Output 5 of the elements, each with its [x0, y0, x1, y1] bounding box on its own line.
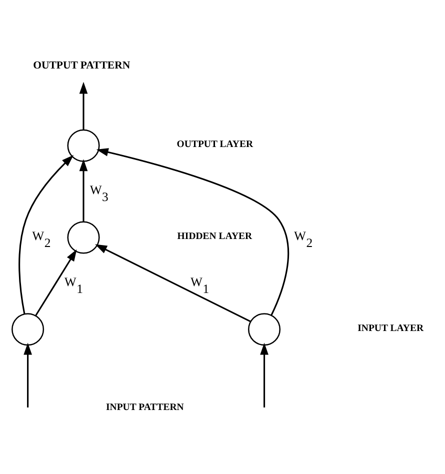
node-text: OUTPUT PATTERN: [33, 58, 130, 71]
label: INPUT PATTERN: [106, 401, 184, 412]
label: HIDDEN LAYER: [177, 230, 252, 242]
label: OUTPUT LAYER: [176, 138, 254, 150]
label: INPUT LAYER: [358, 322, 424, 334]
